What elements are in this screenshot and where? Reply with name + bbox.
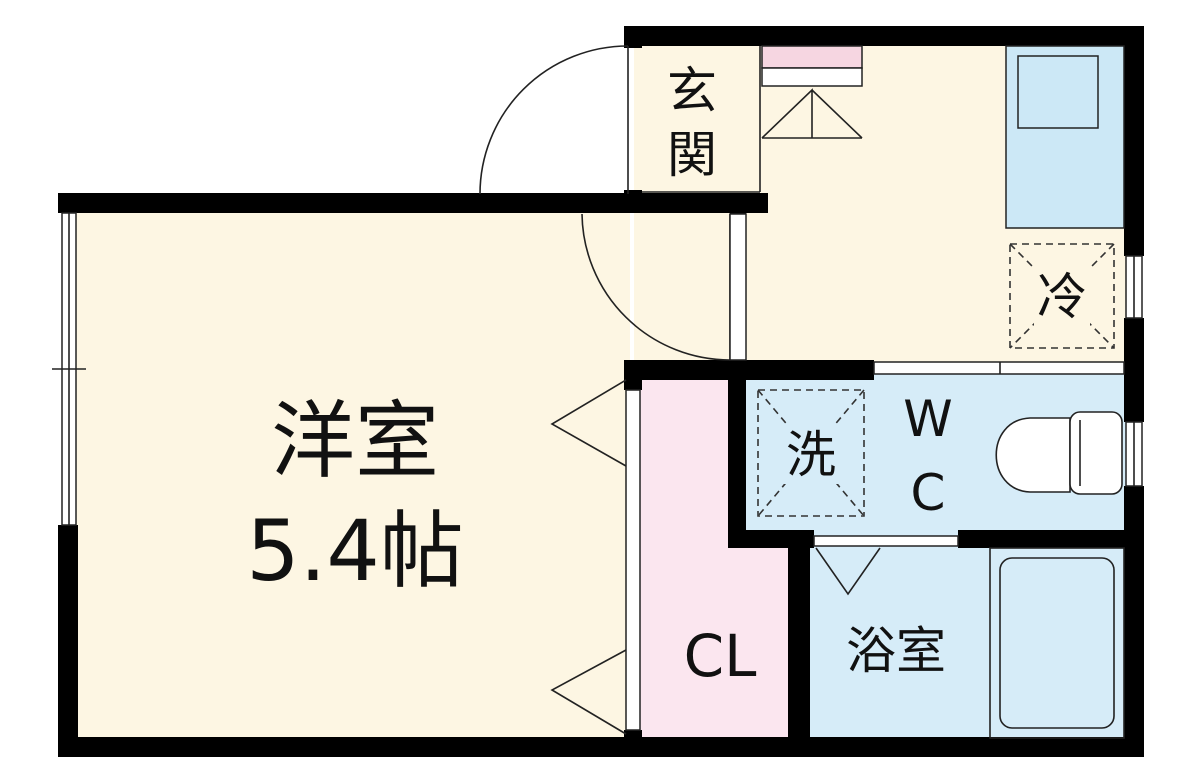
closet-doors [550,379,641,735]
fridge-label: 冷 [1037,268,1087,326]
bathtub [989,547,1125,739]
entrance-door [479,45,629,195]
wall-right-1 [1124,26,1144,256]
floor-areas [70,38,1134,745]
kitchen-sink [1017,55,1099,129]
wall-west-room-top [58,193,768,213]
western-room-label: 洋室 [271,392,439,490]
washer-label: 洗 [786,426,836,484]
wall-closet-top [624,360,874,380]
wall-toilet-bath-right [958,530,1134,548]
fridge-box [1009,243,1115,349]
fridge-label-bg [1034,266,1090,326]
fridge-space: 冷 [1009,243,1115,349]
toilet-bowl-seat [995,417,1071,493]
washer-diag-1 [757,389,865,517]
bath-door-fold [815,547,881,596]
wall-right-2 [1124,318,1144,422]
washer-box [757,389,865,517]
wall-closet-left [624,360,642,390]
western-room-size-label: 5.4帖 [246,502,464,600]
bath-door-track [813,535,959,547]
closet-door-fold-lower [550,649,627,735]
shoe-box [761,45,863,139]
washer-space: 洗 [757,389,865,517]
bath-label: 浴室 [846,622,946,680]
wall-room-kitchen [730,205,746,215]
wall-closet-bath [788,530,810,757]
entrance-label-char-2: 関 [667,126,717,184]
bath-floor [804,536,1134,745]
wall-closet-left-bottom [624,730,642,750]
room-door [581,213,747,361]
toilet-label-line1: W [903,390,952,448]
closet-door-fold-upper [550,379,627,467]
kitchen-counter-body [1005,45,1125,229]
room-door-jamb [729,213,747,361]
bathtub-outer [989,547,1125,739]
closet-label: CL [684,622,757,690]
toilet-label-line2: C [911,464,946,522]
wall-west-left-bottom [58,525,78,757]
wall-bottom [58,737,1144,757]
wall-west-left-top [58,193,78,213]
closet-door-frame [625,389,641,731]
toilet-door-track [873,361,1125,375]
room-door-swing [581,213,731,361]
entrance-label-char-1: 玄 [667,62,717,120]
toilet-tank [1069,411,1123,495]
shoe-box-shelf [761,45,863,69]
wall-entrance-left [624,26,642,48]
bathtub-inner [999,557,1115,729]
toilet-door [873,361,1125,375]
western-room-floor [70,205,630,745]
shoe-box-front [761,67,863,87]
windows [52,212,1143,526]
bath-door [813,535,959,596]
walls [58,26,1144,757]
wall-top [624,26,1144,46]
shoe-box-doors [761,88,863,139]
toilet-bowl [995,411,1123,495]
washer-diag-2 [757,389,865,517]
washer-label-bg [782,424,842,484]
wall-toilet-left [728,360,746,548]
wall-entrance-left-lower [624,190,642,212]
wall-right-3 [1124,486,1144,757]
entrance-door-swing [479,45,629,195]
kitchen-counter [1005,45,1125,229]
